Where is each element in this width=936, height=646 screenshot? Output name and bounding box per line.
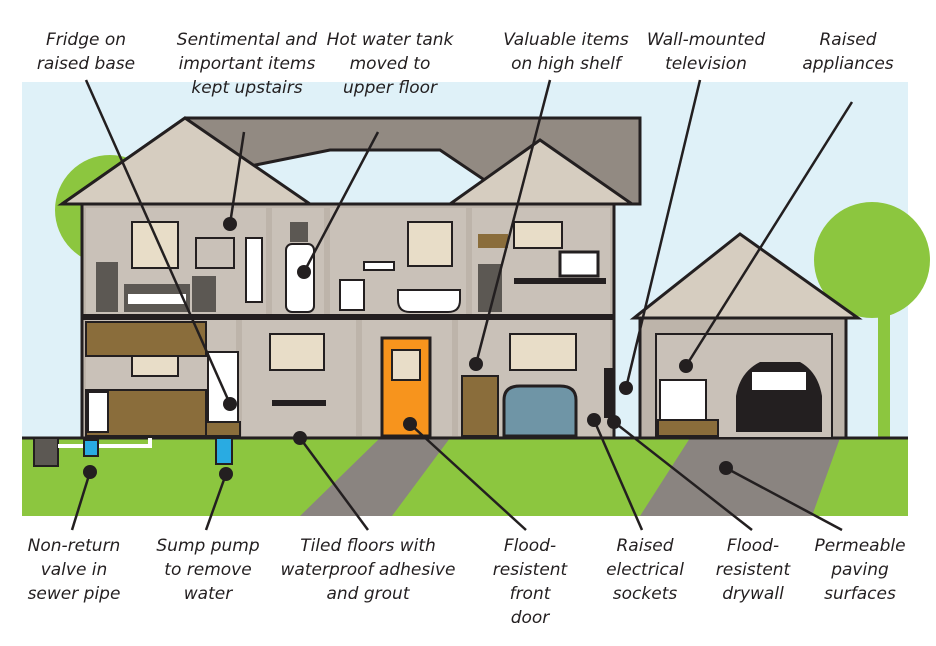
label-hot-water: Hot water tank moved to upper floor: [326, 30, 454, 98]
wall-tv: [604, 368, 614, 418]
filing-cabinet: [478, 264, 502, 312]
tree-right: [814, 202, 930, 440]
dining-table: [272, 400, 326, 406]
front-path: [300, 438, 450, 516]
driveway: [640, 438, 840, 516]
sewer-pit: [33, 437, 59, 467]
floor-divider: [82, 314, 614, 320]
label-valuable: Valuable items on high shelf: [503, 30, 629, 74]
washer-dryer: [659, 379, 707, 421]
mirror: [245, 237, 263, 303]
kitchen-cabinets-upper: [85, 321, 207, 357]
leader-lines: [70, 79, 854, 532]
window-living: [509, 333, 577, 371]
window-dining: [269, 333, 325, 371]
bookshelf-upper: [478, 234, 508, 248]
window-bathroom: [407, 221, 453, 267]
fridge-raised-base: [205, 421, 241, 437]
appliance-raised-base: [657, 419, 719, 437]
sink: [363, 261, 395, 271]
label-sentimental: Sentimental and important items kept ups…: [176, 30, 318, 98]
stove: [87, 391, 109, 433]
label-tv: Wall-mounted television: [646, 30, 766, 74]
label-sump: Sump pump to remove water: [156, 536, 260, 604]
dresser-right: [192, 276, 216, 312]
computer-monitor: [558, 250, 600, 278]
toilet: [339, 279, 365, 311]
label-drywall: Flood- resistent drywall: [715, 536, 791, 604]
hot-water-tank: [285, 243, 315, 313]
label-door: Flood- resistent front door: [492, 536, 568, 628]
label-sockets: Raised electrical sockets: [606, 536, 684, 604]
window-office: [513, 221, 563, 249]
window-bedroom: [131, 221, 179, 269]
label-tiled: Tiled floors with waterproof adhesive an…: [280, 536, 456, 604]
desk: [514, 278, 606, 284]
label-valve: Non-return valve in sewer pipe: [27, 536, 121, 604]
sump-pump: [215, 437, 233, 465]
leader-dots: [83, 217, 733, 481]
armchair: [502, 384, 578, 438]
non-return-valve: [83, 439, 99, 457]
bathtub: [397, 289, 461, 313]
shelf-upstairs: [195, 237, 235, 269]
dresser-left: [96, 262, 118, 312]
label-paving: Permeable paving surfaces: [814, 536, 906, 604]
label-appliances: Raised appliances: [802, 30, 894, 74]
bookshelf-living: [461, 375, 499, 437]
label-fridge: Fridge on raised base: [36, 30, 136, 74]
